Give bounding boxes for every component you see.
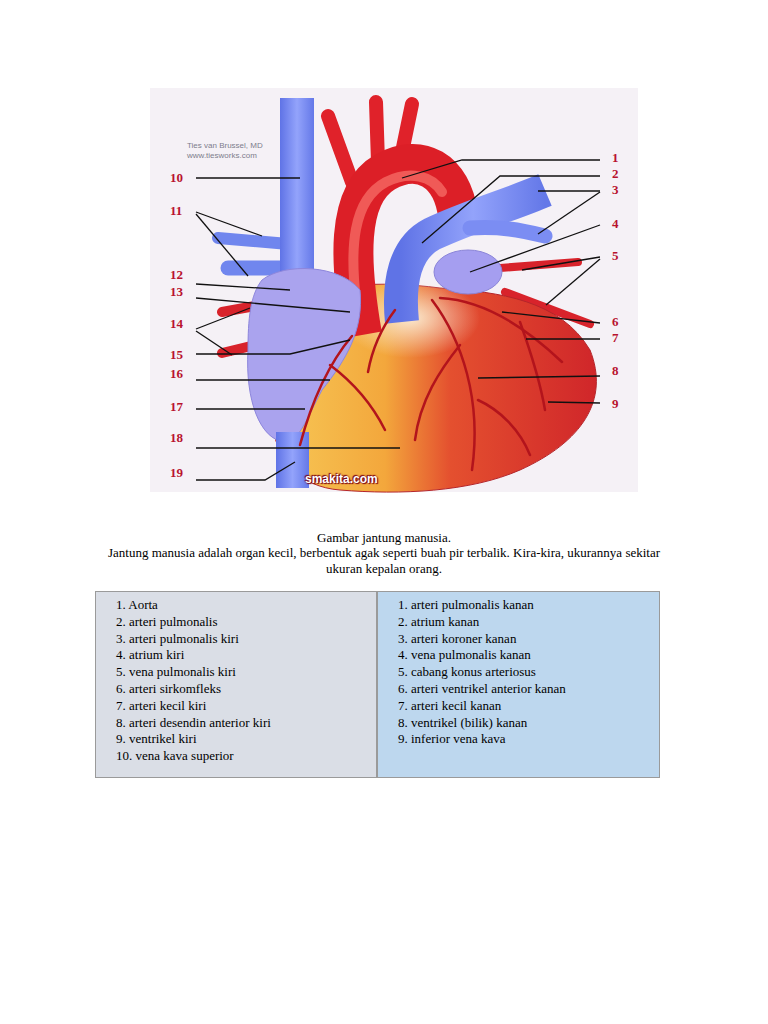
callout-number: 9: [612, 396, 619, 412]
callout-number: 5: [612, 248, 619, 264]
table-cell-text: 3. arteri koroner kanan: [398, 631, 651, 648]
callout-number: 10: [170, 170, 183, 186]
right-atrium: [248, 269, 361, 442]
table-cell-text: 10. vena kava superior: [116, 748, 368, 765]
table-cell-text: 9. ventrikel kiri: [116, 731, 368, 748]
callout-number: 17: [170, 399, 183, 415]
callout-number: 18: [170, 430, 183, 446]
inferior-vena-cava: [276, 432, 309, 488]
table-cell-text: 1. Aorta: [116, 597, 368, 614]
image-ground: [150, 88, 638, 492]
leader-lines: [196, 160, 600, 480]
watermark: www.tiesworks.com: [187, 151, 257, 161]
table-cell-text: 4. atrium kiri: [116, 647, 368, 664]
table-cell-text: 2. arteri pulmonalis: [116, 614, 368, 631]
table-cell-text: 7. arteri kecil kanan: [398, 698, 651, 715]
callout-number: 15: [170, 347, 183, 363]
table-cell-text: 7. arteri kecil kiri: [116, 698, 368, 715]
table-cell-text: 9. inferior vena kava: [398, 731, 651, 748]
callout-number: 12: [170, 267, 183, 283]
table-cell-text: 6. arteri sirkomfleks: [116, 681, 368, 698]
table-cell-text: 2. atrium kanan: [398, 614, 651, 631]
callout-number: 14: [170, 316, 183, 332]
table-cell-text: 5. vena pulmonalis kiri: [116, 664, 368, 681]
table-cell-text: 5. cabang konus arteriosus: [398, 664, 651, 681]
callout-number: 7: [612, 330, 619, 346]
pulmonary-branch: [470, 227, 545, 236]
table-cell-text: 8. arteri desendin anterior kiri: [116, 715, 368, 732]
table-cell-text: 3. arteri pulmonalis kiri: [116, 631, 368, 648]
callout-number: 6: [612, 314, 619, 330]
callout-number: 19: [170, 465, 183, 481]
watermark: smakita.com: [305, 472, 378, 486]
callout-number: 1: [612, 150, 619, 166]
table-column: 1. Aorta2. arteri pulmonalis3. arteri pu…: [95, 591, 377, 778]
callout-number: 2: [612, 166, 619, 182]
callout-number: 11: [170, 203, 182, 219]
callout-number: 4: [612, 216, 619, 232]
left-atrium: [434, 250, 502, 294]
table-cell-text: 8. ventrikel (bilik) kanan: [398, 715, 651, 732]
callout-number: 16: [170, 366, 183, 382]
callout-number: 13: [170, 284, 183, 300]
superior-vena-cava: [280, 98, 314, 292]
description-text: Jantung manusia adalah organ kecil, berb…: [100, 545, 668, 577]
caption: Gambar jantung manusia.: [84, 530, 684, 546]
table-cell-text: 1. arteri pulmonalis kanan: [398, 597, 651, 614]
pulmonary-trunk: [401, 190, 545, 322]
coronary-arteries: [300, 298, 562, 470]
callout-number: 3: [612, 182, 619, 198]
table-cell-text: 6. arteri ventrikel anterior kanan: [398, 681, 651, 698]
callout-number: 8: [612, 363, 619, 379]
watermark: Ties van Brussel, MD: [187, 141, 263, 151]
table-column: 1. arteri pulmonalis kanan2. atrium kana…: [377, 591, 660, 778]
table-cell-text: 4. vena pulmonalis kanan: [398, 647, 651, 664]
